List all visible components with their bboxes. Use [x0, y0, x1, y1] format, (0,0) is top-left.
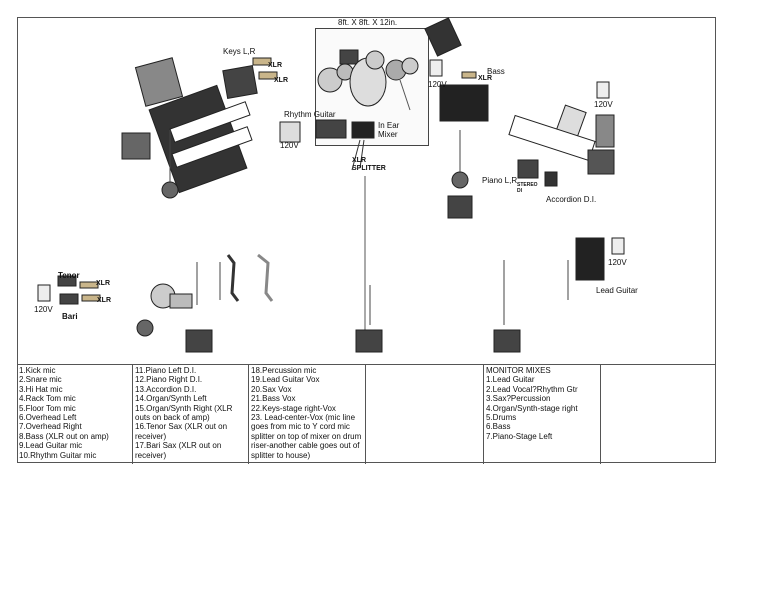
- label-xlr-2: XLR: [274, 77, 288, 84]
- label-tenor: Tenor: [58, 271, 80, 280]
- table-cell: 21.Bass Vox: [251, 394, 296, 404]
- label-xlr-splitter: XLR SPLITTER: [352, 157, 386, 172]
- table-cell: 13.Accordion D.I.: [135, 384, 197, 394]
- label-bari: Bari: [62, 312, 78, 321]
- label-120v-keys: 120V: [280, 141, 299, 150]
- table-cell: 11.Piano Left D.I.: [135, 366, 197, 375]
- table-cell: 3.Sax?Percussion: [486, 394, 551, 404]
- drum-kit: [315, 17, 462, 330]
- label-in-ear-mixer: In Ear Mixer: [378, 121, 400, 139]
- label-120v-piano: 120V: [594, 100, 613, 109]
- table-cell: 10.Rhythm Guitar mic: [19, 450, 97, 460]
- label-stereo-di: STEREO DI: [517, 182, 538, 194]
- bass-rig: [429, 59, 489, 219]
- table-cell: MONITOR MIXES: [486, 366, 551, 375]
- riser-size-label: 8ft. X 8ft. X 12in.: [338, 18, 398, 27]
- table-cell: 1.Kick mic: [19, 366, 56, 375]
- table-cell: 1.Lead Guitar: [486, 375, 535, 385]
- table-cell: 2.Snare mic: [19, 375, 62, 385]
- table-cell: 22.Keys-stage right-Vox: [251, 403, 336, 413]
- label-piano: Piano L,R: [482, 176, 518, 185]
- table-cell: 6.Bass: [486, 422, 511, 432]
- table-cell: 2.Lead Vocal?Rhythm Gtr: [486, 384, 578, 394]
- table-cell: 12.Piano Right D.I.: [135, 375, 203, 385]
- table-cell: 18.Percussion mic: [251, 366, 317, 375]
- table-cell: 5.Floor Tom mic: [19, 403, 76, 413]
- label-xlr-bass: XLR: [478, 75, 492, 82]
- table-cell: 17.Bari Sax (XLR out on receiver): [135, 441, 222, 460]
- label-bass: Bass: [487, 67, 505, 76]
- table-cell: 4.Rack Tom mic: [19, 394, 76, 404]
- label-120v-horns: 120V: [34, 305, 53, 314]
- piano-rig: [508, 81, 615, 187]
- table-cell: 4.Organ/Synth-stage right: [486, 403, 578, 413]
- table-cell: 15.Organ/Synth Right (XLR outs on back o…: [135, 403, 233, 423]
- input-column-2: 11.Piano Left D.I.12.Piano Right D.I.13.…: [133, 365, 249, 464]
- table-cell: 3.Hi Hat mic: [19, 384, 63, 394]
- label-xlr-1: XLR: [268, 62, 282, 69]
- label-xlr-tenor: XLR: [96, 280, 110, 287]
- table-cell: 6.Overhead Left: [19, 413, 77, 423]
- label-accordion-di: Accordion D.I.: [546, 195, 597, 204]
- table-cell: 23. Lead-center-Vox (mic line goes from …: [251, 413, 362, 460]
- table-cell: 14.Organ/Synth Left: [135, 394, 207, 404]
- stage-plot-border: [17, 17, 716, 463]
- table-cell: 7.Piano-Stage Left: [486, 431, 553, 441]
- table-cell: 16.Tenor Sax (XLR out on receiver): [135, 422, 228, 441]
- table-cell: 20.Sax Vox: [251, 384, 292, 394]
- table-cell: 9.Lead Guitar mic: [19, 441, 83, 451]
- label-rhythm-guitar: Rhythm Guitar: [284, 110, 336, 119]
- label-120v-lead: 120V: [608, 258, 627, 267]
- label-keys: Keys L,R: [223, 47, 256, 56]
- input-column-6: [601, 365, 716, 464]
- table-cell: 5.Drums: [486, 413, 517, 423]
- input-column-4: [366, 365, 484, 464]
- label-lead-guitar: Lead Guitar: [596, 286, 638, 295]
- table-cell: 19.Lead Guitar Vox: [251, 375, 320, 385]
- horns: [37, 275, 101, 305]
- percussion: [136, 253, 274, 353]
- front-wedges: [355, 237, 625, 353]
- label-xlr-bari: XLR: [97, 297, 111, 304]
- table-cell: 7.Overhead Right: [19, 422, 82, 432]
- keys-rig: [121, 57, 301, 199]
- table-cell: 8.Bass (XLR out on amp): [19, 431, 109, 441]
- label-120v-bass: 120V: [428, 80, 447, 89]
